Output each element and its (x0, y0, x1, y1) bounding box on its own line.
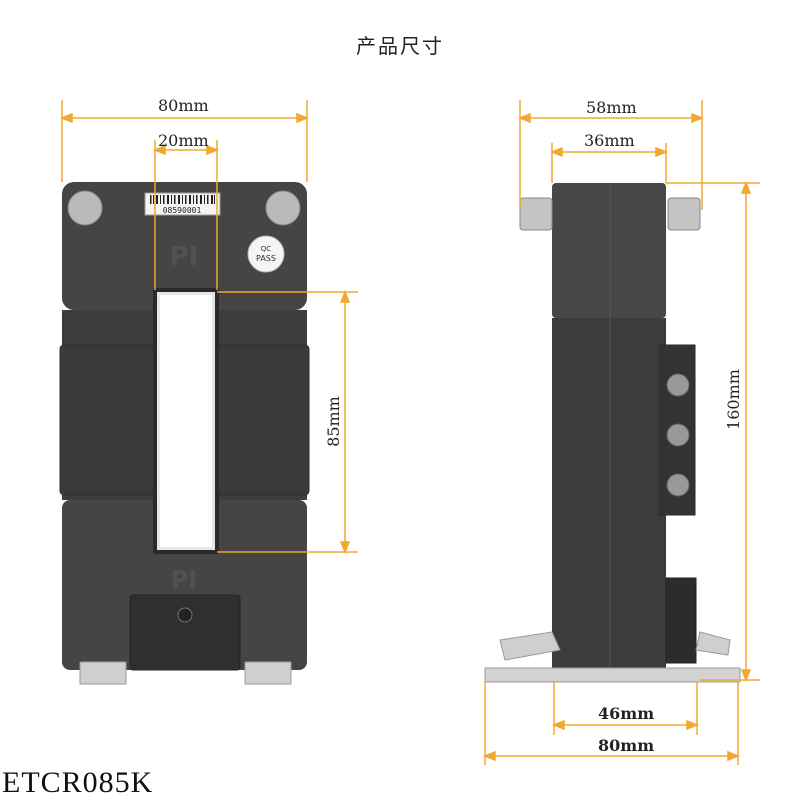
front-right-foot (244, 661, 292, 685)
front-window-width-label: 20mm (158, 131, 209, 150)
side-base-outer-dimension (482, 682, 741, 765)
front-width-dimension (59, 100, 310, 182)
front-terminal-box (129, 594, 241, 671)
front-window-height-label: 85mm (323, 396, 343, 447)
front-upper-block (62, 182, 307, 310)
side-width-dimension (517, 100, 705, 210)
side-base-inner-dimension (551, 682, 700, 735)
top-right-screw-icon (265, 190, 301, 226)
front-right-core (214, 344, 310, 496)
front-left-foot (79, 661, 127, 685)
side-base-inner-label: 46mm (598, 704, 655, 723)
side-connector (665, 577, 697, 664)
terminal-screw-2-icon (666, 423, 690, 447)
side-view (482, 100, 760, 765)
front-window-width-dimension (152, 140, 220, 290)
side-inner-width-dimension (549, 143, 669, 183)
side-base-plate (484, 667, 741, 683)
side-left-thumb-screw-icon (519, 197, 553, 231)
logo-emboss-bottom: PI (171, 566, 198, 594)
page-title: 产品尺寸 (356, 34, 444, 58)
side-upper-body (552, 183, 666, 318)
side-width-label: 58mm (586, 98, 637, 117)
barcode-icon (150, 195, 215, 204)
barcode-text: 08590001 (163, 206, 202, 215)
front-window-opening (160, 295, 212, 547)
side-height-label: 160mm (723, 369, 743, 430)
pass-text: PASS (256, 254, 276, 263)
front-view: 08590001 QC PASS PI PI (59, 100, 358, 685)
terminal-screw-3-icon (666, 473, 690, 497)
side-right-thumb-screw-icon (667, 197, 701, 231)
front-lower-block (62, 500, 307, 670)
side-lower-body (552, 318, 666, 680)
side-inner-width-label: 36mm (584, 131, 635, 150)
qc-text: QC (261, 245, 272, 253)
side-base-outer-label: 80mm (598, 736, 655, 755)
side-bracket-back-right (695, 631, 731, 656)
terminal-screw-icon (177, 607, 193, 623)
terminal-screw-1-icon (666, 373, 690, 397)
qc-pass-sticker (247, 235, 285, 273)
top-left-screw-icon (67, 190, 103, 226)
side-height-dimension (666, 180, 760, 683)
front-left-core (59, 344, 156, 496)
logo-emboss-top: PI (170, 242, 199, 272)
front-width-label: 80mm (158, 96, 209, 115)
side-bracket-back-left (499, 631, 561, 661)
front-window-height-dimension (217, 289, 358, 555)
model-number: ETCR085K (2, 766, 154, 799)
